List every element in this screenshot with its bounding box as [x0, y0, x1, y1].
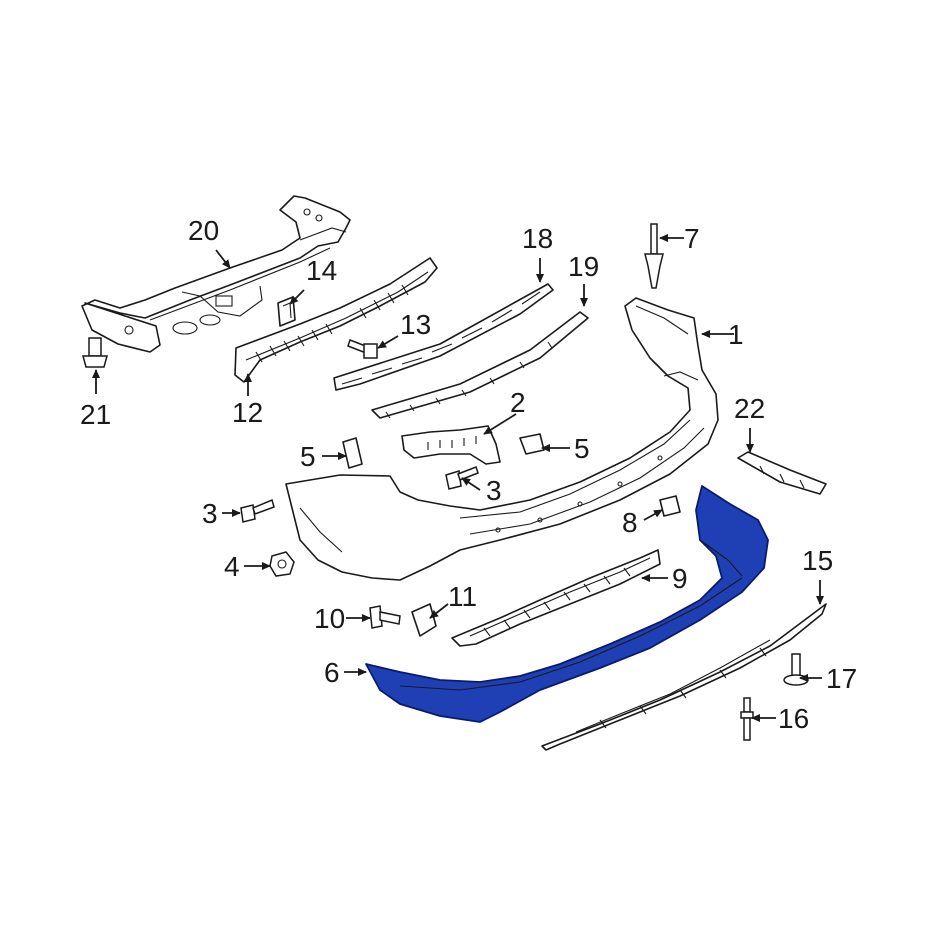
part-3-screw-left — [240, 498, 275, 523]
callout-4: 4 — [224, 551, 240, 582]
part-16-pin — [740, 697, 754, 741]
callout-2: 2 — [510, 387, 526, 418]
callout-18: 18 — [522, 223, 553, 254]
callout-16: 16 — [778, 703, 809, 734]
callout-11: 11 — [448, 581, 477, 612]
callout-8: 8 — [622, 507, 638, 538]
callout-19: 19 — [568, 251, 599, 282]
callout-3-center: 3 — [486, 475, 502, 506]
part-3-screw-center — [445, 466, 479, 490]
callout-17: 17 — [826, 663, 857, 694]
part-4-nut — [269, 551, 295, 577]
callout-20: 20 — [188, 215, 219, 246]
callout-9: 9 — [672, 563, 688, 594]
part-11-bracket — [411, 603, 437, 637]
part-12-reinforcement — [234, 257, 438, 383]
part-7-pin — [644, 223, 664, 289]
part-15-skid-plate — [541, 603, 827, 751]
callout-5-left: 5 — [300, 441, 316, 472]
part-8-clip — [659, 495, 681, 517]
callout-10: 10 — [314, 603, 345, 634]
part-13-bolt — [347, 339, 378, 359]
arrow-20 — [215, 249, 231, 269]
arrow-8 — [643, 509, 663, 521]
part-10-bolt — [369, 605, 401, 629]
part-19-trim-strip — [371, 311, 589, 419]
part-trailer-hitch — [81, 195, 351, 353]
part-21-bolt — [82, 337, 108, 368]
callout-13: 13 — [400, 309, 431, 340]
part-22-reflector — [737, 451, 827, 495]
callout-labels: 1 2 3 3 4 5 5 6 7 8 9 10 11 12 13 14 15 … — [80, 215, 857, 734]
callout-14: 14 — [306, 255, 337, 286]
part-6-lower-valance — [365, 485, 769, 723]
callout-1: 1 — [728, 319, 744, 350]
arrow-13 — [377, 335, 399, 349]
leader-arrows — [92, 234, 824, 722]
part-5-clip-right — [519, 433, 545, 455]
callout-12: 12 — [232, 397, 263, 428]
part-5-clip-left — [342, 437, 363, 469]
part-9-absorber — [451, 549, 661, 647]
part-2-bracket — [401, 425, 501, 465]
callout-3-left: 3 — [202, 498, 218, 529]
callout-21: 21 — [80, 399, 111, 430]
callout-22: 22 — [734, 393, 765, 424]
arrow-2 — [483, 413, 517, 435]
part-17-screw — [783, 653, 809, 686]
callout-15: 15 — [802, 545, 833, 576]
arrow-14 — [289, 289, 305, 305]
part-18-step-pad — [333, 283, 554, 391]
part-1-bumper-cover — [285, 297, 719, 581]
arrow-11 — [429, 603, 449, 619]
arrow-3-center — [461, 477, 481, 491]
callout-5-right: 5 — [574, 433, 590, 464]
callout-6: 6 — [324, 657, 340, 688]
callout-7: 7 — [684, 223, 700, 254]
